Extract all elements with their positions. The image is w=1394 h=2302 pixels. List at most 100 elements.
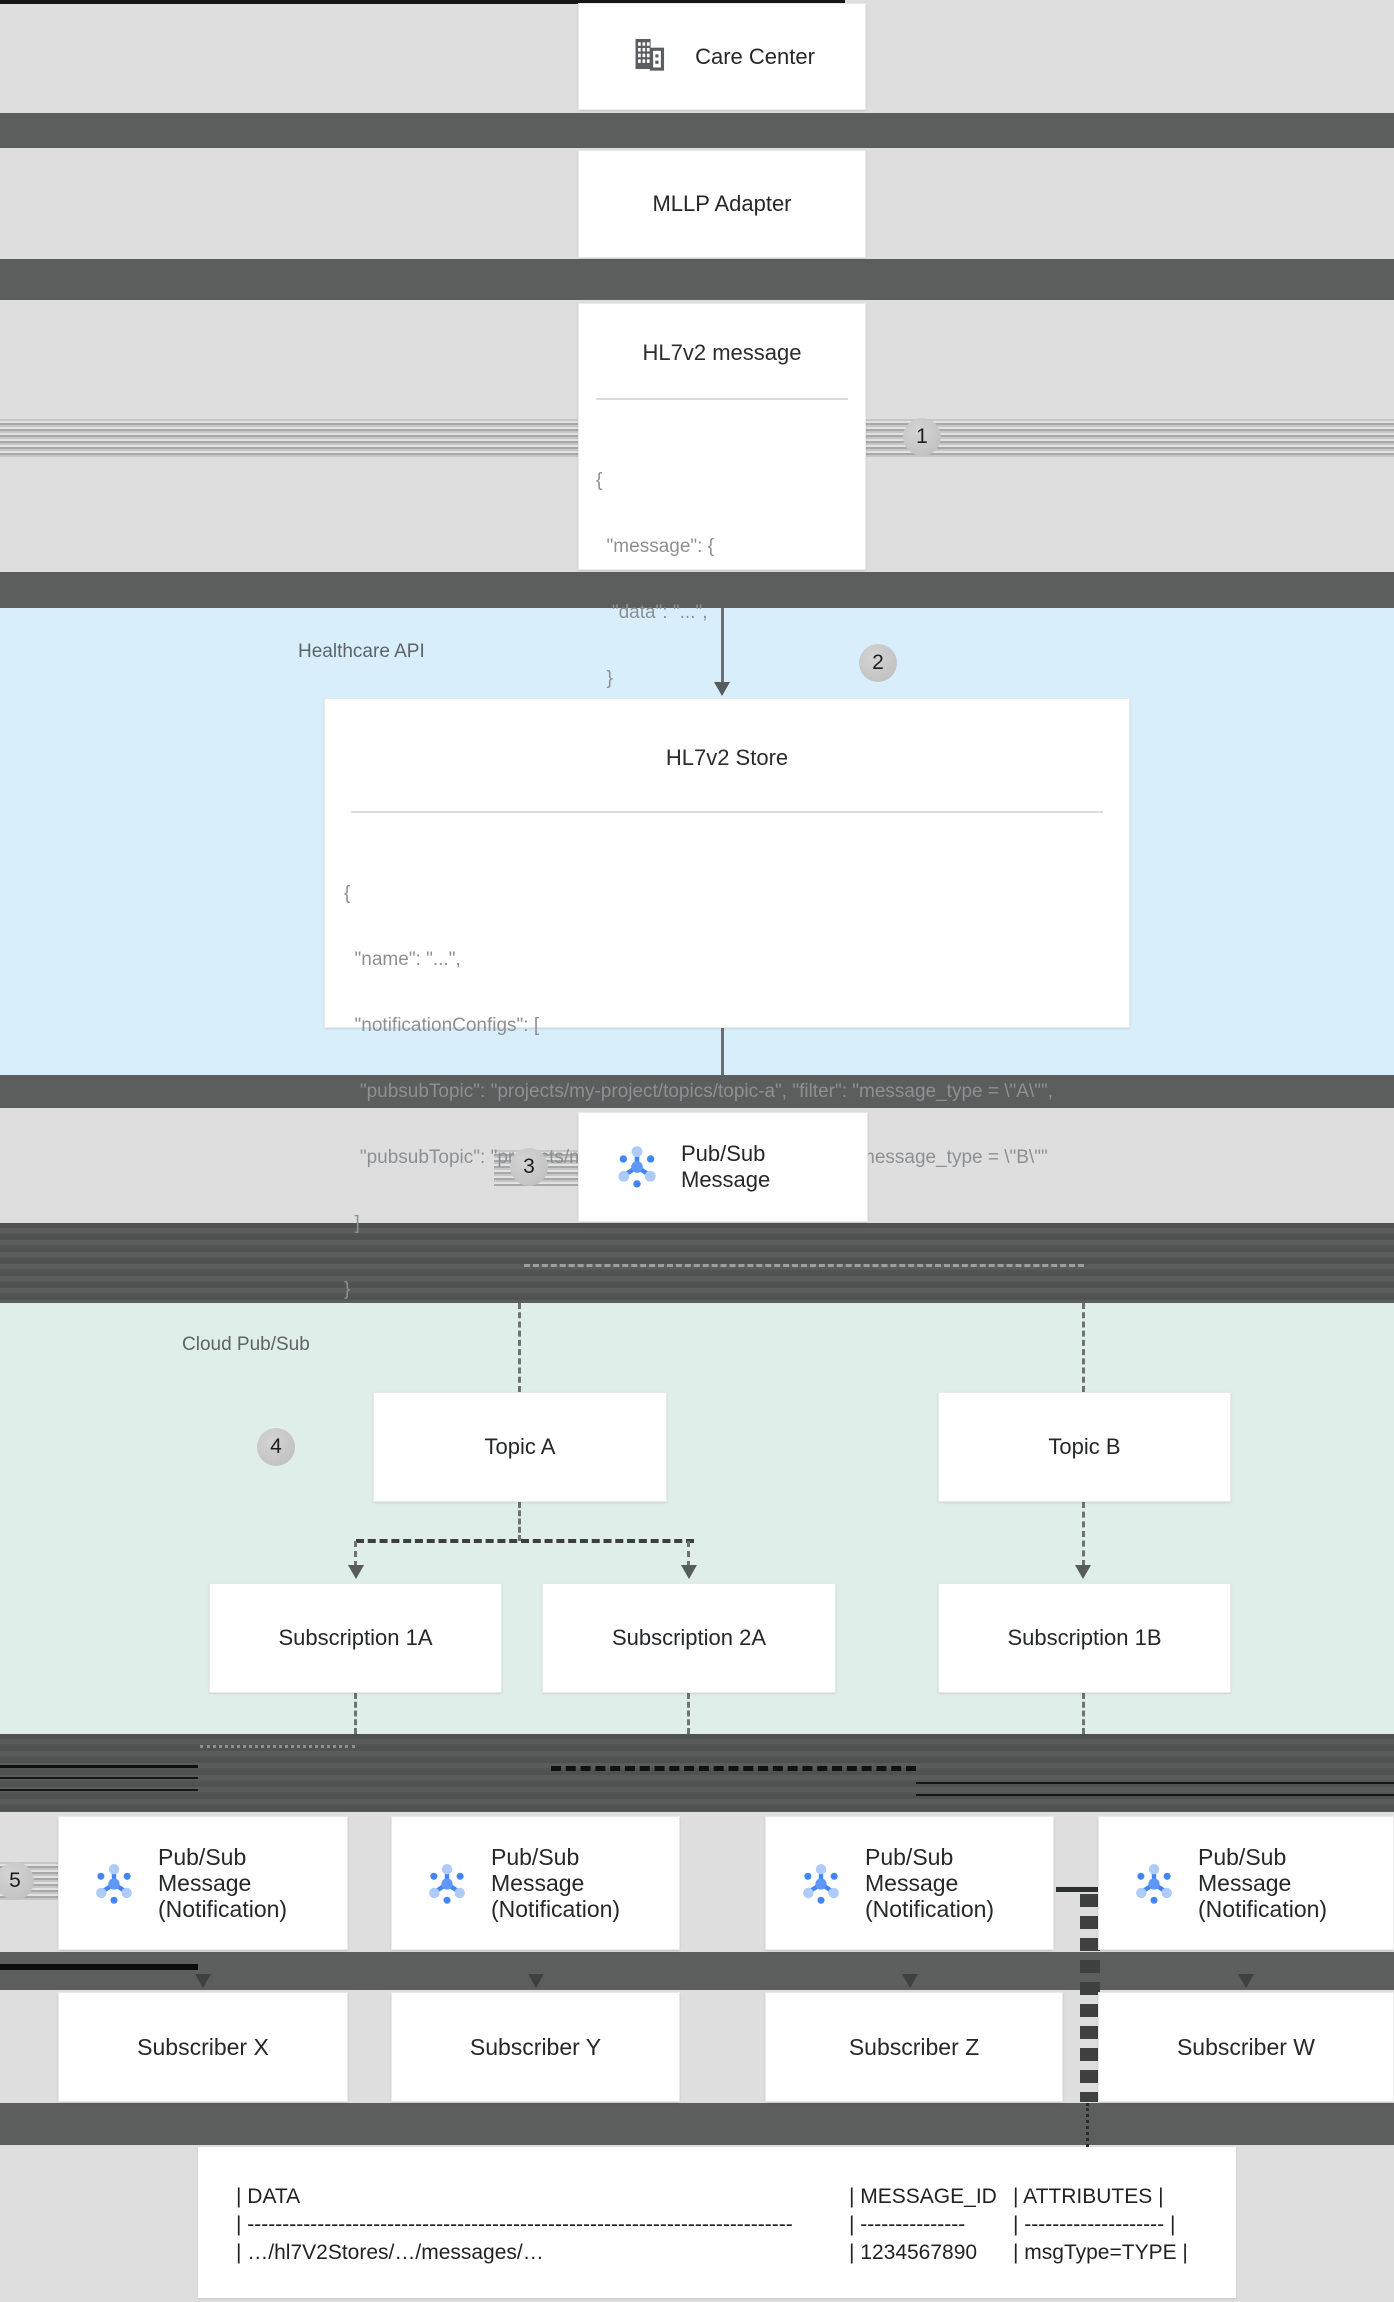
subscription-2a-node: Subscription 2A	[542, 1583, 836, 1693]
topic-a-stem	[518, 1502, 521, 1541]
step-1-number: 1	[916, 425, 928, 448]
topic-a-branch	[356, 1539, 694, 1543]
table-header-attributes: | ATTRIBUTES |	[1013, 2185, 1164, 2208]
band6-line-right-2	[916, 1794, 1394, 1796]
separator-band-2	[0, 259, 1394, 300]
step-5-number: 5	[9, 1869, 21, 1892]
subscriber-z-node: Subscriber Z	[765, 1992, 1063, 2102]
dashed-link-topic-b	[1082, 1303, 1085, 1392]
hl7v2-message-node: HL7v2 message { "message": { "data": "..…	[578, 303, 866, 755]
pubsub-icon	[611, 1141, 663, 1198]
topic-b-stem	[1082, 1502, 1085, 1566]
sub-1b-drop	[1082, 1693, 1085, 1734]
separator-band-7	[0, 1952, 1394, 1990]
subscriber-x-node: Subscriber X	[58, 1992, 348, 2102]
arrow-head-sub-1b	[1075, 1565, 1091, 1579]
table-row-message-id: | 1234567890	[849, 2241, 978, 2264]
hl7v2-store-code: { "name": "...", "notificationConfigs": …	[344, 883, 1053, 1300]
dashed-link-topic-a	[518, 1303, 521, 1392]
hl7v2-message-title: HL7v2 message	[642, 340, 802, 365]
cloud-pubsub-label: Cloud Pub/Sub	[182, 1334, 310, 1355]
pubsub-icon	[1129, 1859, 1179, 1914]
topic-b-label: Topic B	[1048, 1434, 1121, 1459]
subscriber-w-dashed-link	[1080, 1894, 1100, 2102]
pubsub-message-node: Pub/Sub Message	[578, 1112, 868, 1222]
table-row-data: | …/hl7V2Stores/…/messages/…	[236, 2241, 544, 2264]
table-divider-data: | --------------------------------------…	[236, 2213, 793, 2236]
hl7v2-store-title: HL7v2 Store	[665, 745, 789, 770]
subscription-1a-node: Subscription 1A	[209, 1583, 502, 1693]
pubsub-icon	[422, 1859, 472, 1914]
hl7v2-store-divider	[351, 811, 1103, 813]
pubsub-icon	[89, 1859, 139, 1914]
sub-1a-drop	[354, 1693, 357, 1734]
subscription-1b-label: Subscription 1B	[1007, 1625, 1162, 1650]
band6-line-left-1	[0, 1765, 198, 1768]
arrow-head-subscriber-w	[1238, 1974, 1254, 1988]
subscription-1a-label: Subscription 1A	[278, 1625, 433, 1650]
table-divider-message-id: | ---------------	[849, 2213, 966, 2236]
notif-w-dash-tick	[1056, 1887, 1100, 1892]
band6-line-right-1	[916, 1782, 1394, 1784]
arrow-into-store-line	[721, 608, 724, 682]
separator-band-8	[0, 2103, 1394, 2145]
hl7v2-message-code: { "message": { "data": "...", } }	[596, 470, 715, 755]
care-center-label: Care Center	[695, 43, 815, 69]
hl7v2-store-node: HL7v2 Store { "name": "...", "notificati…	[324, 698, 1130, 1300]
table-header-message-id: | MESSAGE_ID	[849, 2185, 997, 2208]
table-header-data: | DATA	[236, 2185, 301, 2208]
message-table: | DATA | MESSAGE_ID | ATTRIBUTES | | ---…	[198, 2147, 1236, 2267]
branch-drop-1a	[354, 1541, 357, 1567]
band6-line-left-2	[0, 1777, 198, 1779]
hl7v2-message-divider	[596, 398, 848, 400]
table-row-attributes: | msgType=TYPE |	[1013, 2241, 1188, 2264]
subscriber-y-node: Subscriber Y	[391, 1992, 680, 2102]
subscriber-y-label: Subscriber Y	[469, 2033, 602, 2060]
band6-black-dashed	[551, 1766, 916, 1771]
topic-b-node: Topic B	[938, 1392, 1231, 1502]
arrow-into-store-head	[714, 682, 730, 696]
store-output-stem	[721, 1028, 724, 1075]
separator-band-3	[0, 572, 1394, 608]
subscriber-w-dashed-link-tail	[1086, 2103, 1089, 2147]
step-1-badge: 1	[903, 418, 941, 456]
band7-black-line	[0, 1964, 198, 1970]
topic-a-label: Topic A	[484, 1434, 556, 1459]
building-icon	[629, 35, 669, 78]
band5-dashed-link	[524, 1264, 1084, 1267]
healthcare-api-label: Healthcare API	[298, 641, 425, 662]
arrow-head-sub-1a	[348, 1565, 364, 1579]
arrow-head-sub-2a	[681, 1565, 697, 1579]
subscriber-z-label: Subscriber Z	[848, 2033, 980, 2060]
arrow-head-subscriber-z	[902, 1974, 918, 1988]
separator-band-5	[0, 1223, 1394, 1303]
subscriber-w-label: Subscriber W	[1176, 2033, 1316, 2060]
separator-band-4	[0, 1075, 1394, 1108]
step-2-badge: 2	[859, 644, 897, 682]
pubsub-icon	[796, 1859, 846, 1914]
mllp-adapter-label: MLLP Adapter	[652, 191, 792, 216]
topic-a-node: Topic A	[373, 1392, 667, 1502]
band6-line-left-3	[0, 1789, 198, 1791]
step-2-number: 2	[872, 651, 884, 674]
table-divider-attributes: | -------------------- |	[1013, 2213, 1176, 2236]
pubsub-message-label: Pub/Sub Message	[681, 1141, 771, 1192]
care-center-node: Care Center	[578, 3, 866, 110]
step-3-number: 3	[523, 1155, 535, 1178]
sub-2a-drop	[687, 1693, 690, 1734]
step-4-badge: 4	[257, 1428, 295, 1466]
subscription-1b-node: Subscription 1B	[938, 1583, 1231, 1693]
message-table-card: | DATA | MESSAGE_ID | ATTRIBUTES | | ---…	[198, 2147, 1236, 2298]
mllp-adapter-node: MLLP Adapter	[578, 150, 866, 258]
branch-drop-2a	[687, 1541, 690, 1567]
subscriber-x-label: Subscriber X	[137, 2033, 269, 2060]
arrow-head-subscriber-x	[195, 1974, 211, 1988]
band6-dotted-segment	[200, 1745, 355, 1748]
separator-band-1	[0, 113, 1394, 148]
